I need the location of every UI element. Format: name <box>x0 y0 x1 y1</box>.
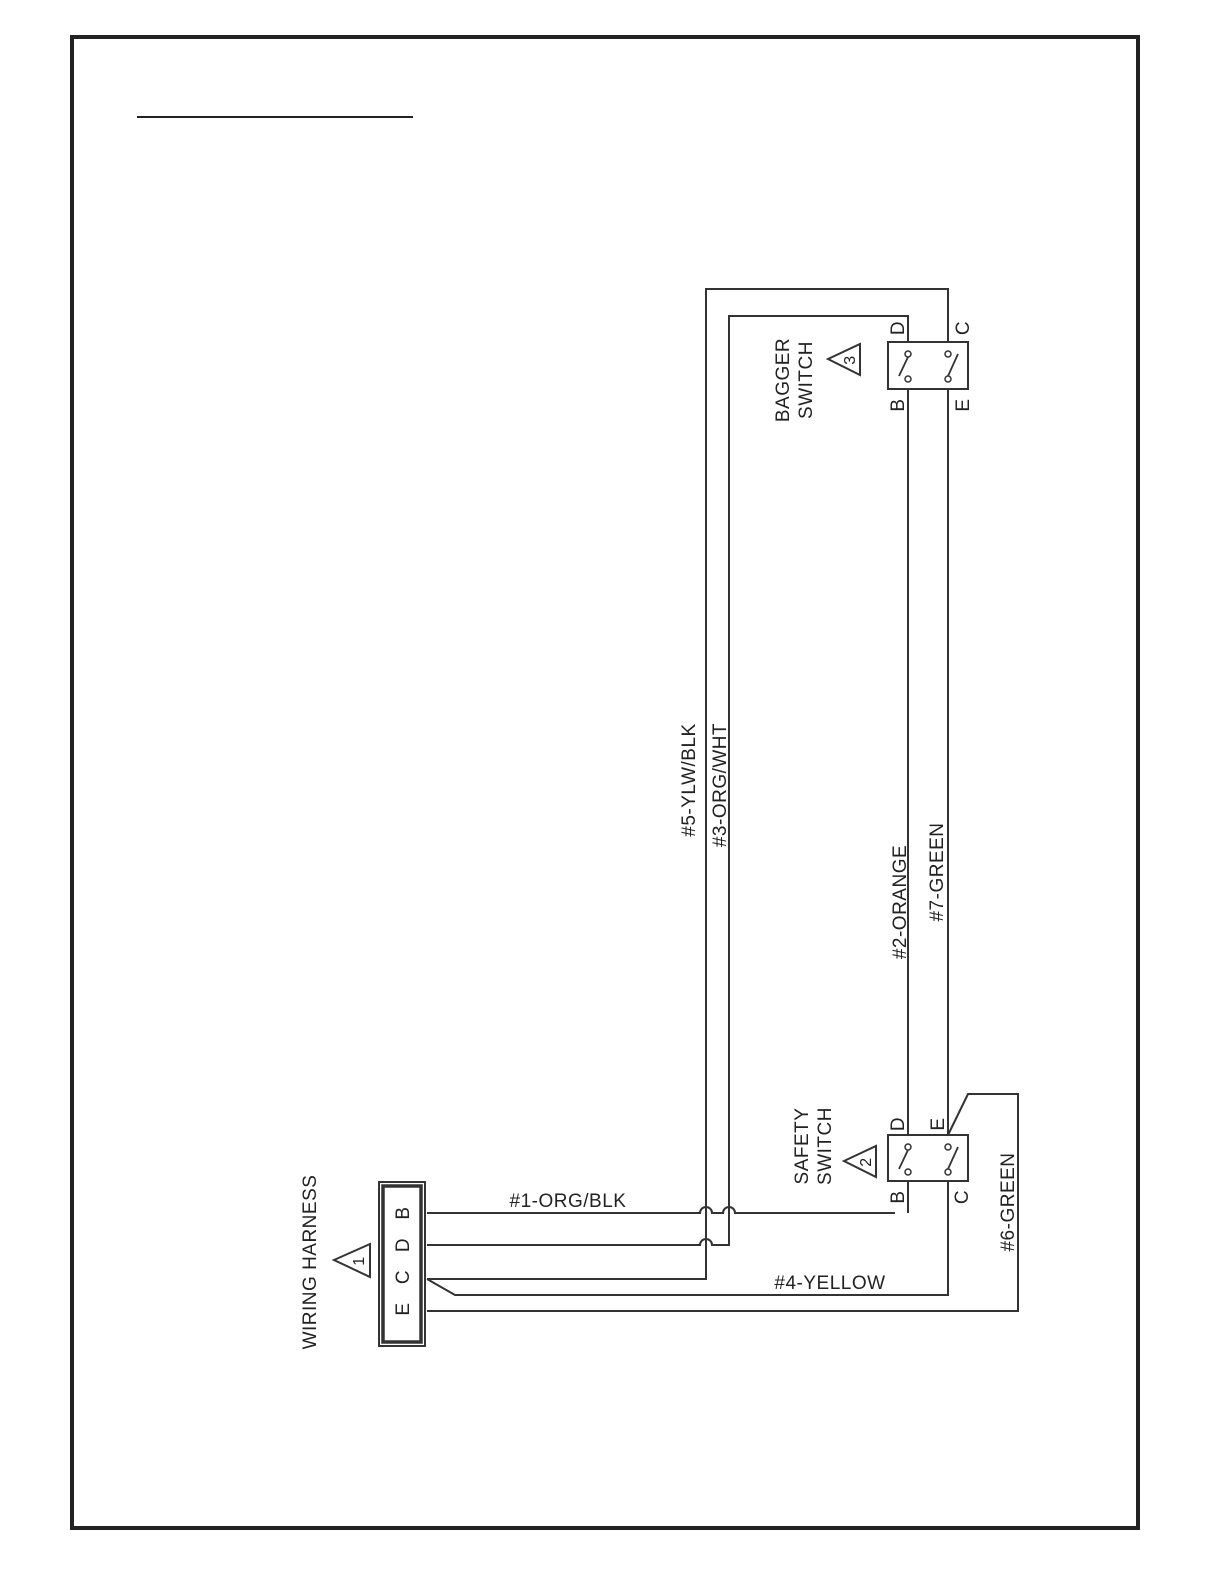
bagger-switch: D C B E BAGGER SWITCH 3 <box>773 321 974 422</box>
bagger-switch-body <box>888 342 968 389</box>
safety-terminal-b: B <box>888 1190 909 1203</box>
safety-terminal-d: D <box>888 1117 909 1131</box>
wire-1-org-blk <box>427 1207 895 1213</box>
harness-callout-number: 1 <box>351 1256 368 1265</box>
harness-pin-d: D <box>393 1238 414 1252</box>
bagger-switch-title-line1: BAGGER <box>773 338 794 422</box>
wire-label-2: #2-ORANGE <box>890 845 911 959</box>
safety-switch-title-line1: SAFETY <box>792 1108 813 1185</box>
bagger-contact-e <box>945 376 951 382</box>
bagger-terminal-b: B <box>888 398 909 411</box>
harness-pin-b: B <box>393 1206 414 1219</box>
wire-labels: #1-ORG/BLK #4-YELLOW #5-YLW/BLK #3-ORG/W… <box>510 723 1019 1294</box>
wire-label-7: #7-GREEN <box>927 822 948 921</box>
wire-label-4: #4-YELLOW <box>774 1273 885 1294</box>
wire-label-5: #5-YLW/BLK <box>679 723 700 836</box>
wire-label-1: #1-ORG/BLK <box>510 1191 627 1212</box>
harness-pin-c: C <box>393 1270 414 1284</box>
bagger-terminal-e: E <box>953 398 974 411</box>
bagger-contact-d <box>905 351 911 357</box>
safety-switch: D E B C SAFETY SWITCH 2 <box>792 1107 973 1204</box>
wire-5-ylw-blk <box>427 316 908 1245</box>
harness-title: WIRING HARNESS <box>300 1175 321 1350</box>
harness-pin-e: E <box>393 1302 414 1315</box>
bagger-contact-b <box>905 376 911 382</box>
safety-switch-body <box>888 1135 968 1181</box>
safety-contact-e <box>945 1144 951 1150</box>
bagger-callout-number: 3 <box>842 355 859 364</box>
safety-terminal-c: C <box>952 1190 973 1204</box>
bagger-terminal-d: D <box>888 321 909 335</box>
wiring-harness: B D C E WIRING HARNESS 1 <box>300 1175 425 1350</box>
wire-label-6: #6-GREEN <box>998 1152 1019 1251</box>
safety-contact-d <box>905 1144 911 1150</box>
bagger-switch-title-line2: SWITCH <box>796 341 817 419</box>
safety-contact-b <box>905 1169 911 1175</box>
bagger-contact-c <box>945 351 951 357</box>
safety-contact-c <box>945 1169 951 1175</box>
safety-switch-title-line2: SWITCH <box>815 1107 836 1185</box>
bagger-terminal-c: C <box>953 321 974 335</box>
safety-callout-number: 2 <box>858 1157 875 1166</box>
safety-terminal-e: E <box>928 1117 949 1130</box>
wire-label-3: #3-ORG/WHT <box>710 723 731 847</box>
